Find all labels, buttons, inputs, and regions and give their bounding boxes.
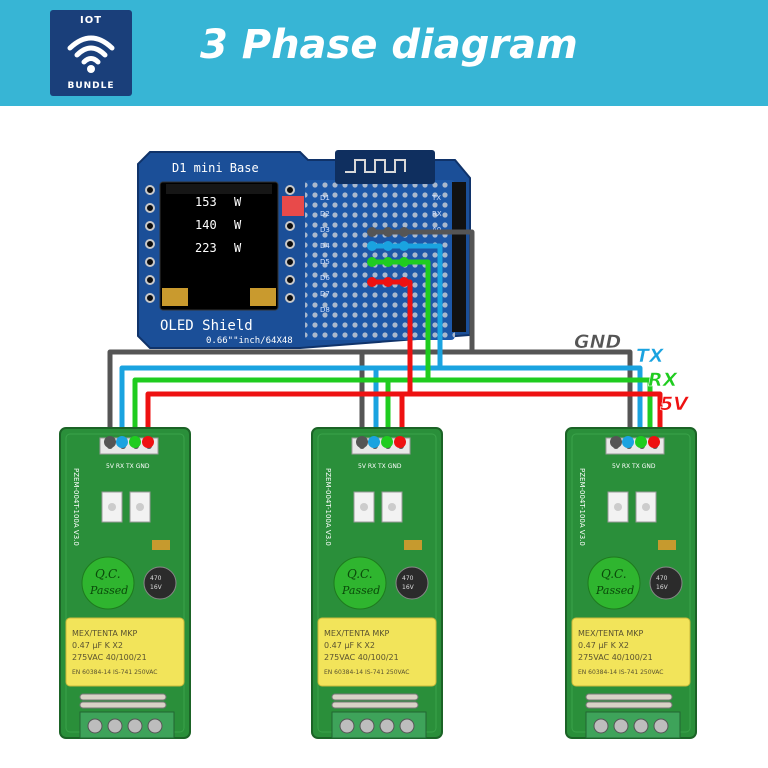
pin-label: D3	[320, 226, 330, 234]
pin-label: D2	[320, 210, 330, 218]
svg-text:5V RX TX GND: 5V RX TX GND	[106, 463, 150, 470]
svg-text:0.47 µF K X2: 0.47 µF K X2	[72, 641, 123, 650]
board-connector-dots	[367, 227, 409, 287]
svg-text:EN 60384-14 IS-741 250VAC: EN 60384-14 IS-741 250VAC	[72, 669, 157, 676]
pzem-module-2	[311, 427, 443, 739]
wire-label-5v: 5V	[660, 393, 689, 415]
wire-label-rx: RX	[648, 369, 679, 391]
oled-pad-left	[162, 288, 188, 306]
pin-label: D1	[320, 194, 330, 202]
pzem-module-3	[565, 427, 697, 739]
reading-unit-2: W	[234, 218, 242, 232]
shield-spec: 0.66""inch/64X48	[206, 336, 293, 346]
red-component	[282, 196, 304, 216]
logo-bottom-text: BUNDLE	[67, 81, 115, 91]
pin-label: D7	[320, 290, 330, 298]
board-title: D1 mini Base	[172, 161, 259, 175]
svg-text:16V: 16V	[150, 584, 163, 591]
pin-label: D4	[320, 242, 330, 250]
reading-value-3: 223	[195, 241, 217, 255]
reading-unit-3: W	[234, 241, 242, 255]
d1-mini-base-board: D1 mini Base 153 W 140 W 223 W OLED Shie…	[137, 150, 471, 349]
wire-label-tx: TX	[636, 345, 665, 367]
svg-text:MEX/TENTA MKP: MEX/TENTA MKP	[72, 629, 137, 638]
pin-label: D8	[320, 306, 330, 314]
header-banner: IOT BUNDLE 3 Phase diagram	[0, 0, 768, 106]
oled-pad-right	[250, 288, 276, 306]
wire-label-gnd: GND	[574, 331, 621, 353]
pin-label: D5	[320, 258, 330, 266]
pzem-module-1: 5V RX TX GND PZEM-004T-100A V3.0 Q.C. Pa…	[59, 427, 191, 739]
reading-value-2: 140	[195, 218, 217, 232]
wiring-diagram: D1 mini Base 153 W 140 W 223 W OLED Shie…	[59, 150, 697, 739]
svg-text:470: 470	[150, 575, 162, 582]
svg-text:PZEM-004T-100A V3.0: PZEM-004T-100A V3.0	[72, 468, 80, 546]
svg-text:275VAC 40/100/21: 275VAC 40/100/21	[72, 653, 147, 662]
svg-text:Q.C.: Q.C.	[95, 567, 121, 581]
pin-label: RX	[432, 210, 442, 218]
page-title: 3 Phase diagram	[200, 22, 578, 68]
pin-label: D6	[320, 274, 330, 282]
shield-label: OLED Shield	[160, 318, 253, 334]
logo-top-text: IOT	[79, 15, 103, 26]
svg-text:Passed: Passed	[89, 584, 128, 597]
wire-bundle	[107, 229, 663, 440]
reading-unit-1: W	[234, 195, 242, 209]
oled-display	[159, 181, 279, 311]
iot-bundle-logo: IOT BUNDLE	[50, 10, 132, 96]
wifi-icon	[67, 35, 115, 73]
reading-value-1: 153	[195, 195, 217, 209]
pin-label: TX	[431, 194, 441, 202]
